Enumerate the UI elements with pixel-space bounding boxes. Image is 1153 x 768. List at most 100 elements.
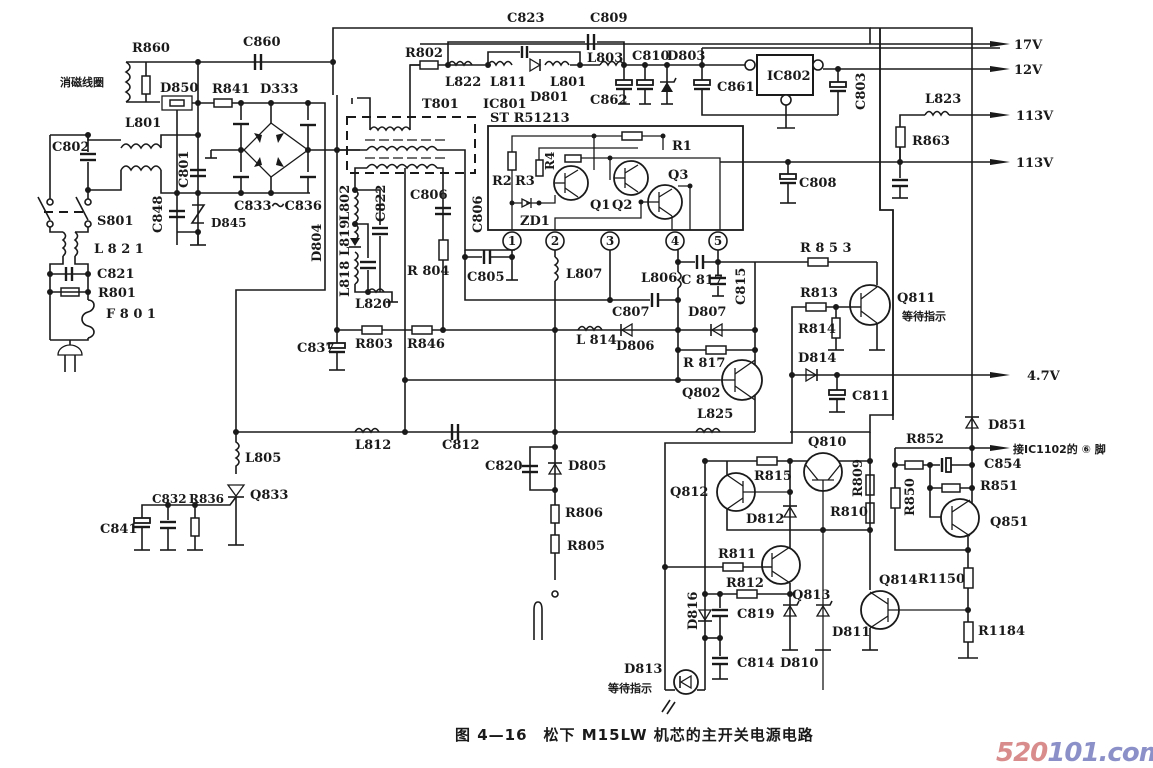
component-labels: R860 C860 消磁线圈 D850 R841 D333 L801 C802 …	[52, 11, 1106, 695]
label-C808: C808	[799, 176, 836, 191]
label-R836: R836	[189, 492, 224, 506]
ic801-pin-4: 4	[671, 234, 679, 248]
label-R841: R841	[212, 82, 250, 97]
label-R1150: R1150	[918, 572, 965, 587]
output-label-17v: 17V	[1014, 38, 1043, 53]
output-113v	[720, 110, 1000, 204]
label-R853: R 8 5 3	[800, 241, 852, 256]
resistor-R812	[736, 589, 758, 599]
ic801-pin-1: 1	[508, 234, 516, 248]
resistor-R3	[535, 159, 544, 177]
label-C805: C805	[467, 270, 504, 285]
figure-caption: 图 4—16 松下 M15LW 机芯的主开关电源电路	[455, 726, 814, 744]
label-L819: L819	[338, 220, 353, 256]
label-C841: C841	[100, 522, 137, 537]
label-R1: R1	[672, 139, 692, 154]
label-D812: D812	[746, 512, 784, 527]
label-R804: R 804	[407, 264, 449, 279]
watermark-part2: 101.com	[1047, 738, 1153, 768]
label-Q813: Q813	[792, 588, 830, 603]
label-C820: C820	[485, 459, 522, 474]
resistor-R841	[213, 98, 233, 108]
label-R3: R3	[515, 174, 535, 189]
resistor-R1184	[963, 621, 974, 643]
label-D814: D814	[798, 351, 836, 366]
label-D816: D816	[686, 592, 701, 630]
label-F801: F 8 0 1	[106, 307, 156, 322]
label-C819: C819	[737, 607, 774, 622]
output-label-12v: 12V	[1014, 63, 1043, 78]
watermark-part1: 520	[996, 738, 1048, 768]
watermark: 520101.com	[996, 738, 1153, 768]
transistor-Q851	[940, 498, 980, 538]
label-R815: R815	[754, 469, 792, 484]
label-standby-q811: 等待指示	[901, 309, 946, 323]
label-R850: R850	[903, 478, 918, 516]
label-L821: L 8 2 1	[94, 242, 144, 257]
label-C810: C810	[632, 49, 669, 64]
output-arrows	[990, 41, 1010, 451]
resistor-R853	[807, 257, 829, 267]
label-D806: D806	[616, 339, 654, 354]
label-D807: D807	[688, 305, 726, 320]
resistor-R850	[890, 487, 901, 509]
label-L823: L823	[925, 92, 961, 107]
input-section	[37, 54, 360, 430]
label-R814: R814	[798, 322, 836, 337]
label-R809: R809	[851, 459, 866, 497]
label-R805: R805	[567, 539, 605, 554]
label-C861: C861	[717, 80, 754, 95]
ic801: 1 2 3 4 5	[487, 125, 744, 251]
label-Q812: Q812	[670, 485, 708, 500]
label-degauss-coil: 消磁线圈	[60, 75, 104, 89]
crowbar-Q833	[133, 432, 246, 551]
transistor-Q1	[553, 165, 589, 201]
resistor-R1	[621, 131, 643, 141]
label-L825: L825	[697, 407, 733, 422]
resistor-R836	[190, 517, 200, 537]
resistor-R860	[141, 75, 151, 95]
snubber-network	[336, 95, 398, 330]
output-label-113v-a: 113V	[1016, 109, 1054, 124]
label-Q3: Q3	[668, 168, 688, 183]
output-label-ic1102: 接IC1102的 ⑥ 脚	[1013, 442, 1106, 456]
label-C807: C807	[612, 305, 649, 320]
resistor-R2	[507, 151, 517, 171]
label-D810: D810	[780, 656, 818, 671]
label-C822: C822	[374, 185, 389, 222]
label-ZD1: ZD1	[520, 214, 550, 229]
resistor-R851	[941, 483, 961, 493]
label-C815: C815	[734, 268, 749, 305]
label-Q851: Q851	[990, 515, 1028, 530]
label-L806: L806	[641, 271, 677, 286]
label-L805: L805	[245, 451, 281, 466]
label-L801-filter: L801	[125, 116, 161, 131]
label-D801: D801	[530, 90, 568, 105]
label-R812: R812	[726, 576, 764, 591]
label-L822: L822	[445, 75, 481, 90]
resistor-R805	[550, 534, 560, 554]
output-label-4v7: 4.7V	[1027, 369, 1061, 384]
label-C862: C862	[590, 93, 627, 108]
resistor-R813	[805, 302, 827, 312]
label-C803: C803	[854, 73, 869, 110]
label-Q802: Q802	[682, 386, 720, 401]
label-Q2: Q2	[612, 198, 632, 213]
resistor-R815	[756, 456, 778, 466]
label-C812: C812	[442, 438, 479, 453]
ic801-pin-5: 5	[714, 234, 722, 248]
resistor-R806	[550, 504, 560, 524]
label-R852: R852	[906, 432, 944, 447]
label-C854: C854	[984, 457, 1021, 472]
label-S801: S801	[97, 214, 134, 229]
q851-section	[890, 410, 1000, 659]
ic801-pin-2: 2	[551, 234, 559, 248]
label-C848: C848	[151, 196, 166, 233]
label-D851: D851	[988, 418, 1026, 433]
label-C821: C821	[97, 267, 134, 282]
resistor-R852-bias	[904, 460, 924, 470]
ic801-pin-3: 3	[606, 234, 614, 248]
label-R2: R2	[492, 174, 512, 189]
standby-Q811	[780, 257, 891, 375]
output-label-113v-b: 113V	[1016, 156, 1054, 171]
